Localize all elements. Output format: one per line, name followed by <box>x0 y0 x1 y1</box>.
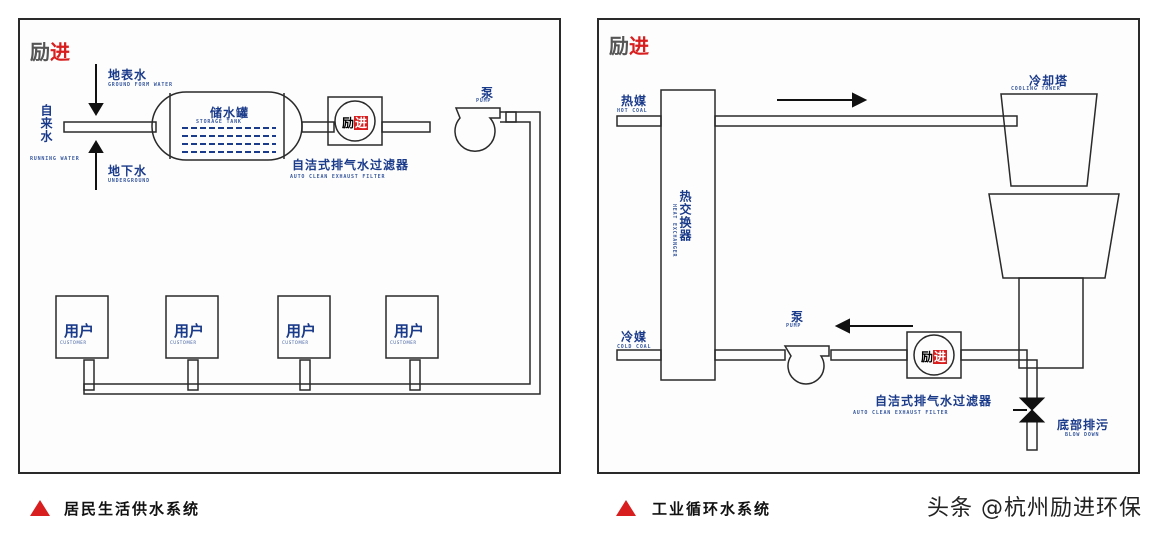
running-water-label: 自来水 <box>39 104 53 143</box>
running-water-en: RUNNING WATER <box>30 156 80 162</box>
storage-tank-en: STORAGE TANK <box>196 119 242 125</box>
filter-logo-right: 励进 <box>921 350 948 364</box>
industrial-circulating-water-panel: 励进 热媒 HOT COAL 冷媒 COLD COAL 热交换器 HEAT EX… <box>597 18 1140 474</box>
filter-en-left: AUTO CLEAN EXHAUST FILTER <box>290 174 386 180</box>
caption-right: 工业循环水系统 <box>652 500 772 518</box>
heat-exchanger-en: HEAT EXCHANGER <box>671 204 677 258</box>
brand-logo-right: 励进 <box>609 34 649 58</box>
heat-exchanger-label: 热交换器 <box>678 190 692 242</box>
heater-2-label: 用户 <box>174 322 205 340</box>
ground-water-label: 地下水 <box>108 164 148 178</box>
filter-label-left: 自洁式排气水过滤器 <box>292 158 410 172</box>
industrial-diagram <box>616 89 1120 451</box>
filter-label-right: 自洁式排气水过滤器 <box>875 394 993 408</box>
arrow-up <box>88 140 104 153</box>
valve-bottom <box>1018 409 1046 423</box>
heater-4-en: CUSTOMER <box>390 340 417 345</box>
heater-2-en: CUSTOMER <box>170 340 197 345</box>
pump-shape-left <box>454 107 501 152</box>
caption-triangle-right <box>616 500 636 516</box>
pump-en-right: PUMP <box>786 323 802 329</box>
cold-coal-en: COLD COAL <box>617 344 652 350</box>
cooling-tower-top <box>1000 93 1098 187</box>
residential-diagram <box>55 64 541 395</box>
heater-1-label: 用户 <box>64 322 95 340</box>
filter-logo-left: 励进 <box>342 116 369 130</box>
storage-tank-shape <box>151 91 303 161</box>
watermark: 头条 @杭州励进环保 <box>927 496 1142 521</box>
cooling-tower-label: 冷却塔 <box>1029 74 1069 88</box>
ground-water-en: UNDERGROUND <box>108 178 150 184</box>
filter-box-left <box>327 96 383 146</box>
heater-4 <box>385 295 439 359</box>
inlet-pipe <box>63 121 157 133</box>
residential-water-supply-panel: 励进 地表水 GROUND FORM WATER 自来水 RUNNING WAT… <box>18 18 561 474</box>
caption-left: 居民生活供水系统 <box>64 500 201 518</box>
heat-exchanger-shape <box>660 89 716 381</box>
storage-tank-label: 储水罐 <box>210 106 250 120</box>
heater-2 <box>165 295 219 359</box>
brand-logo-left: 励进 <box>30 40 70 64</box>
heater-1-en: CUSTOMER <box>60 340 87 345</box>
cold-coal-label: 冷媒 <box>621 330 648 344</box>
cooling-tower-en: COOLING TOWER <box>1011 86 1061 92</box>
pump-label-right: 泵 <box>791 310 805 324</box>
heater-3-en: CUSTOMER <box>282 340 309 345</box>
ground-surface-water-label: 地表水 <box>108 68 148 82</box>
blowdown-en: BLOW DOWN <box>1065 432 1100 438</box>
ground-surface-water-en: GROUND FORM WATER <box>108 82 173 88</box>
filter-en-right: AUTO CLEAN EXHAUST FILTER <box>853 410 949 416</box>
hot-coal-label: 热媒 <box>621 94 648 108</box>
valve-top <box>1018 397 1046 411</box>
caption-triangle-left <box>30 500 50 516</box>
heater-3 <box>277 295 331 359</box>
cooling-tower-bottom <box>988 193 1120 279</box>
heater-3-label: 用户 <box>286 322 317 340</box>
heater-1 <box>55 295 109 359</box>
pump-label-left: 泵 <box>481 86 495 100</box>
heater-4-label: 用户 <box>394 322 425 340</box>
pump-shape-right <box>783 345 830 385</box>
arrow-left <box>834 318 850 334</box>
hot-coal-en: HOT COAL <box>617 108 648 114</box>
arrow-right <box>852 92 868 108</box>
pump-en-left: PUMP <box>476 98 492 104</box>
arrow-down <box>88 103 104 116</box>
blowdown-label: 底部排污 <box>1057 418 1110 432</box>
